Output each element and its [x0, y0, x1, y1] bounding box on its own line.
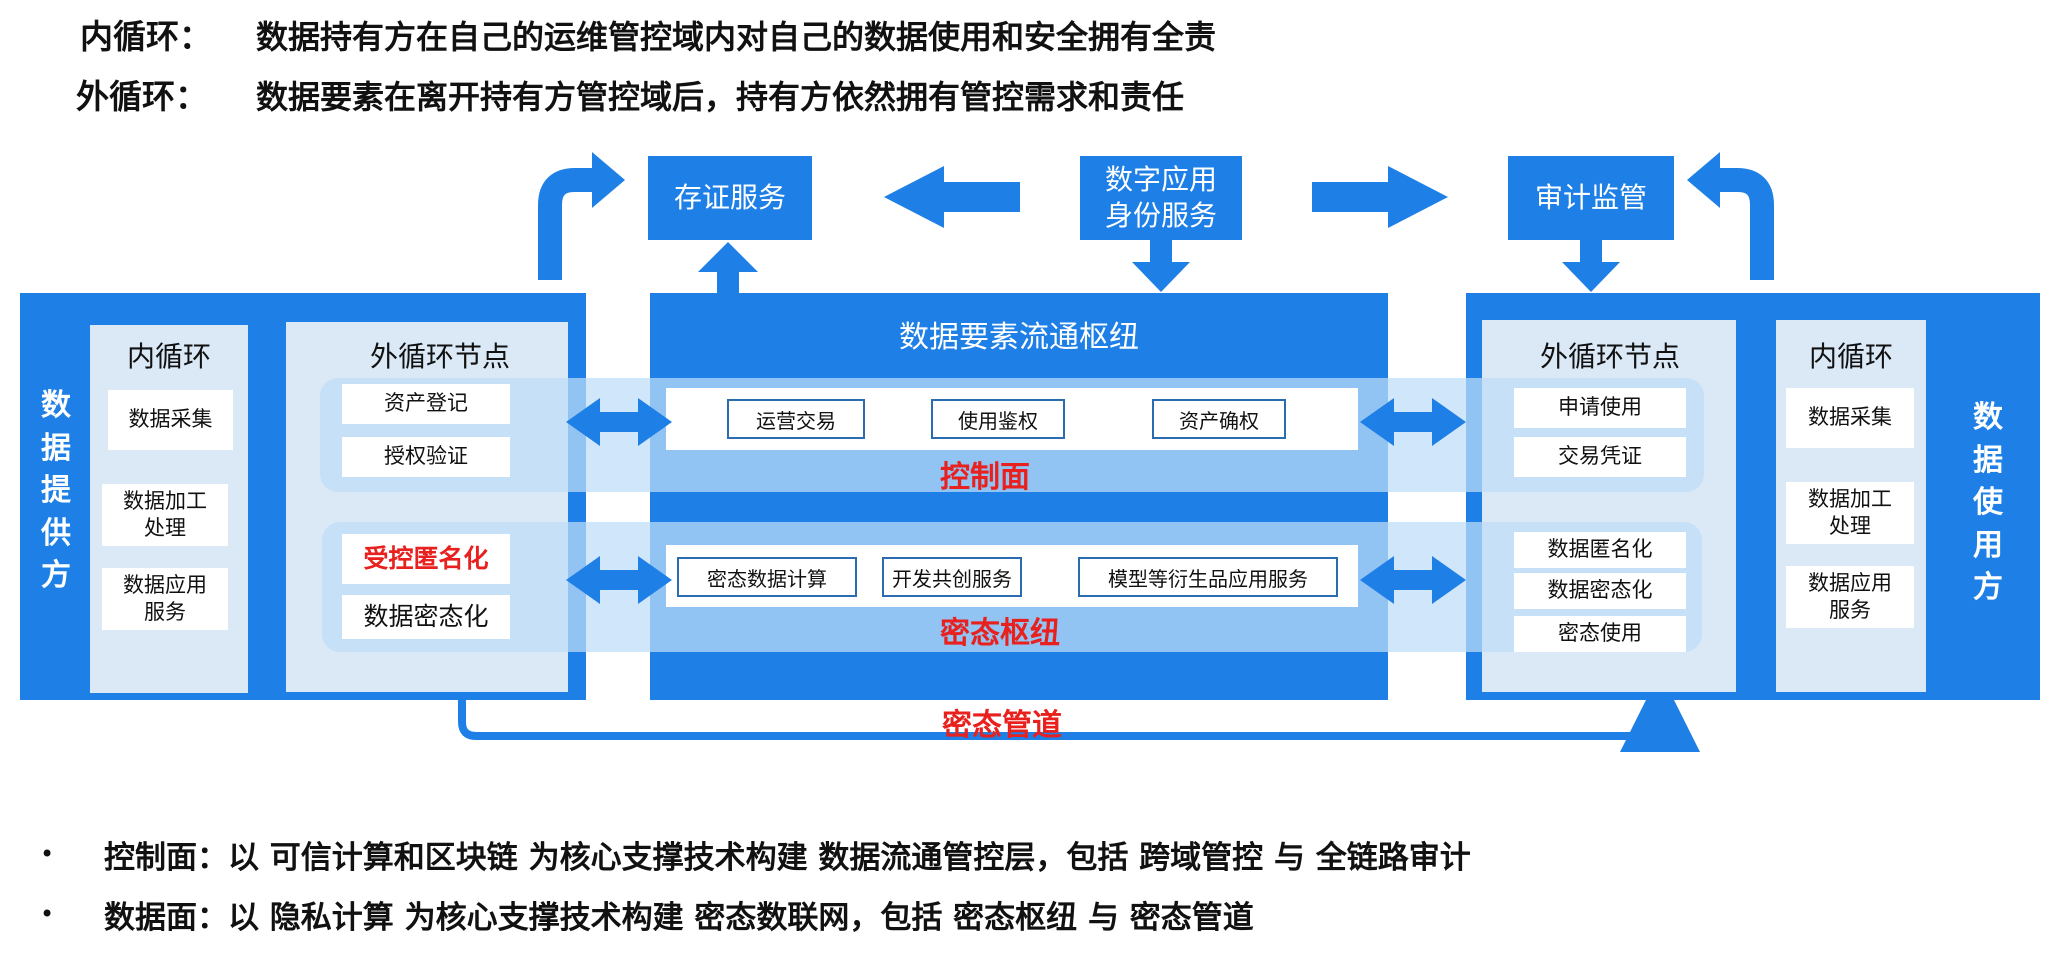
hub-title: 数据要素流通枢纽 — [899, 320, 1139, 355]
data-anonymization-item: 数据匿名化 — [1514, 532, 1686, 568]
controlled-anonymization-item: 受控匿名化 — [342, 534, 510, 584]
asset-registration-item: 资产登记 — [342, 384, 510, 424]
right-data-double-arrow — [1360, 556, 1466, 604]
evidence-service-box: 存证服务 — [648, 156, 812, 240]
hub-chip-operation-trade: 运营交易 — [727, 399, 865, 439]
encrypted-usage-item: 密态使用 — [1514, 616, 1686, 652]
right-curved-arrow-head — [1687, 152, 1720, 208]
data-user-label: 数据使用方 — [1973, 400, 2003, 606]
data-plane-bullet: 数据面：以 隐私计算 为核心支撑技术构建 密态数联网，包括 密态枢纽 与 密态管… — [104, 900, 1254, 936]
audit-down-arrow — [1562, 262, 1620, 292]
trade-voucher-item: 交易凭证 — [1514, 437, 1686, 477]
control-plane-label: 控制面 — [940, 460, 1030, 495]
left-data-encryption-item: 数据密态化 — [342, 595, 510, 639]
left-control-double-arrow — [566, 398, 672, 446]
hub-to-evidence-arrow — [698, 242, 758, 272]
hub-chip-encrypted-compute: 密态数据计算 — [677, 557, 857, 597]
left-curved-arrow — [538, 168, 595, 280]
inner-loop-key: 内循环： — [80, 17, 212, 56]
hub-chip-usage-auth: 使用鉴权 — [931, 399, 1065, 439]
identity-to-audit-arrow — [1388, 166, 1448, 228]
bullet-dot: • — [40, 900, 55, 928]
left-inner-item-collect: 数据采集 — [108, 390, 233, 450]
outer-loop-definition: 数据要素在离开持有方管控域后，持有方依然拥有管控需求和责任 — [256, 78, 1185, 116]
right-control-double-arrow — [1360, 398, 1466, 446]
authorization-verify-item: 授权验证 — [342, 437, 510, 477]
identity-service-box: 数字应用身份服务 — [1080, 156, 1242, 240]
bullet-dot: • — [40, 840, 55, 868]
apply-usage-item: 申请使用 — [1514, 388, 1686, 428]
encrypted-hub-label: 密态枢纽 — [940, 616, 1060, 651]
right-curved-arrow — [1717, 168, 1774, 280]
right-inner-loop-title: 内循环 — [1808, 340, 1893, 373]
right-outer-loop-title: 外循环节点 — [1540, 340, 1681, 373]
left-outer-loop-title: 外循环节点 — [370, 340, 511, 373]
outer-loop-key: 外循环： — [76, 77, 208, 116]
identity-down-arrow — [1132, 262, 1190, 292]
left-inner-item-application: 数据应用服务 — [102, 568, 228, 630]
hub-chip-derivative-apps: 模型等衍生品应用服务 — [1078, 557, 1338, 597]
right-inner-item-process: 数据加工处理 — [1786, 482, 1914, 544]
right-inner-item-collect: 数据采集 — [1786, 388, 1914, 448]
hub-chip-co-develop: 开发共创服务 — [882, 557, 1022, 597]
right-inner-item-application: 数据应用服务 — [1786, 566, 1914, 628]
inner-loop-definition: 数据持有方在自己的运维管控域内对自己的数据使用和安全拥有全责 — [256, 18, 1217, 56]
left-curved-arrow-head — [592, 152, 625, 208]
control-plane-bullet: 控制面：以 可信计算和区块链 为核心支撑技术构建 数据流通管控层，包括 跨域管控… — [104, 840, 1471, 876]
data-provider-label: 数据提供方 — [41, 388, 71, 594]
identity-to-evidence-arrow — [884, 166, 944, 228]
encrypted-pipeline-label: 密态管道 — [942, 708, 1062, 743]
pipeline-path — [458, 672, 1700, 752]
audit-supervision-box: 审计监管 — [1508, 156, 1674, 240]
left-inner-item-process: 数据加工处理 — [102, 484, 228, 546]
right-data-encryption-item: 数据密态化 — [1514, 573, 1686, 609]
left-data-double-arrow — [566, 556, 672, 604]
hub-chip-asset-confirm: 资产确权 — [1152, 399, 1286, 439]
left-inner-loop-title: 内循环 — [126, 340, 211, 373]
